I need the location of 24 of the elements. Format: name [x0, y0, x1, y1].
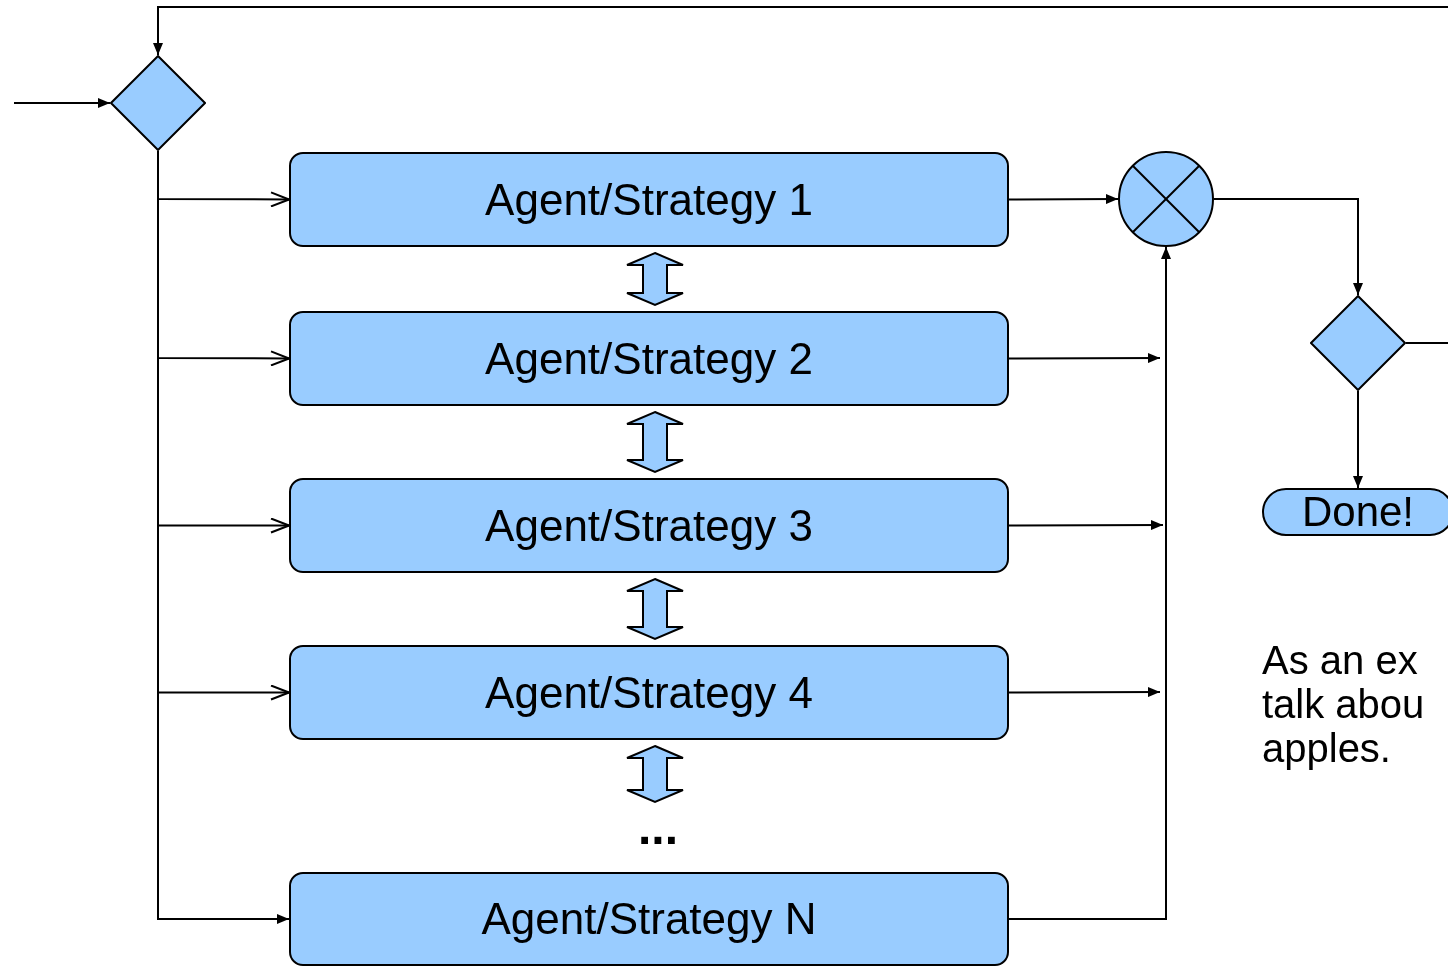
terminal-pill: Done!: [1262, 488, 1448, 536]
arrow: [1213, 198, 1363, 296]
process-box: Agent/Strategy 4: [289, 645, 1009, 740]
decision-diamond: [1310, 295, 1406, 391]
decision-diamond: [110, 55, 206, 151]
arrow: [153, 6, 1448, 56]
double-block-arrow: [626, 744, 684, 804]
process-box: Agent/Strategy 3: [289, 478, 1009, 573]
ellipsis: ...: [628, 808, 688, 848]
process-box: Agent/Strategy 1: [289, 152, 1009, 247]
arrow: [1353, 390, 1363, 489]
arrow: [1008, 520, 1164, 531]
note-text: As an ex talk abou apples.: [1262, 638, 1426, 770]
process-box: Agent/Strategy N: [289, 872, 1009, 966]
merge-circle: [1118, 151, 1214, 247]
process-box: Agent/Strategy 2: [289, 311, 1009, 406]
arrow: [13, 98, 111, 108]
double-block-arrow: [626, 251, 684, 307]
arrow: [1008, 246, 1171, 920]
arrow: [1008, 687, 1161, 698]
arrow: [1008, 194, 1119, 205]
arrow: [1008, 353, 1161, 364]
double-block-arrow: [626, 410, 684, 474]
double-block-arrow: [626, 577, 684, 641]
